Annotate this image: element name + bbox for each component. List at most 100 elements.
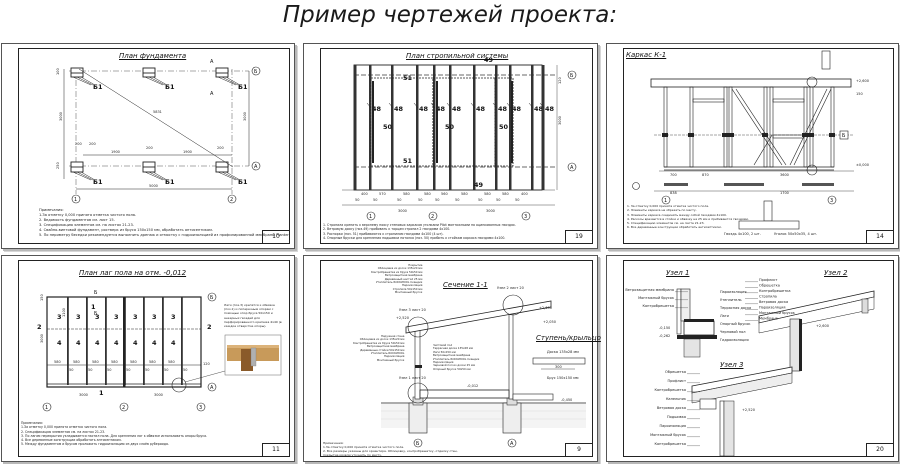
drawing-frame: Сечение 1-1 Ступень/крыльцо bbox=[320, 260, 601, 457]
dim-870: 870 bbox=[702, 173, 709, 177]
sheet-foundation-plan[interactable]: План фундамента bbox=[1, 43, 295, 249]
node-label: Гидроизоляция bbox=[720, 338, 749, 342]
note-item: 5. По периметру беседки рекомендуется вы… bbox=[39, 233, 290, 237]
note-item: 2. Ветровую доску (поз.49) прибивать к т… bbox=[323, 227, 451, 232]
note-item: 1.За отметку 0,000 принята отметка чисто… bbox=[21, 425, 108, 430]
floor-layers: Чистовой пол Террасная доска 135х28 мм Л… bbox=[433, 343, 480, 371]
mark-b1: Б1 bbox=[238, 178, 248, 186]
node-label: Профлист bbox=[759, 278, 777, 282]
drawing-title: Каркас К-1 bbox=[626, 51, 667, 59]
mark-b1: Б1 bbox=[238, 83, 248, 91]
note-item: 4. Раскосы врезаются в стойки и обвязку … bbox=[627, 216, 749, 221]
foundation-drawing: Б1 Б1 Б1 Б1 Б1 Б1 А А 5831 1900 1900 200… bbox=[56, 59, 261, 204]
dim-3000-vertical: 3000 bbox=[40, 334, 44, 343]
mark-3: 3 bbox=[76, 313, 81, 321]
node-label: Обрешетка bbox=[665, 370, 686, 374]
axis-label: 2 bbox=[122, 405, 125, 411]
dim-1900: 1900 bbox=[183, 150, 192, 154]
axis-label: Б bbox=[842, 133, 846, 139]
floor-joist bbox=[67, 297, 69, 385]
dim-150: 150 bbox=[40, 294, 44, 301]
sheet-section-1-1[interactable]: Сечение 1-1 Ступень/крыльцо bbox=[303, 255, 601, 462]
layer-item: Утеплитель ROCKWOOL bbox=[370, 351, 405, 356]
mark-4: 4 bbox=[57, 339, 62, 347]
level-mark: -0,262 bbox=[659, 334, 670, 338]
mark-51: 51 bbox=[403, 157, 413, 165]
layer-item: Ветрозащитная мембрана bbox=[433, 353, 471, 358]
drawing-frame: Каркас К-1 bbox=[623, 48, 894, 244]
notes-title: Примечания: bbox=[21, 421, 43, 425]
rafter-bar bbox=[433, 65, 436, 190]
floor-joist bbox=[181, 297, 183, 385]
rafter-bar bbox=[354, 65, 357, 190]
dim-200: 200 bbox=[89, 142, 96, 146]
notes-block: Примечания: 1.За отметку 0,000 принята о… bbox=[21, 421, 207, 447]
drawing-title: План стропильной системы bbox=[406, 52, 509, 60]
dim-1700: 1700 bbox=[780, 191, 789, 195]
section-mark: Б bbox=[94, 311, 98, 317]
mark-48: 48 bbox=[394, 105, 404, 113]
notes-block: 1. За отметку 0,000 принята отметка чист… bbox=[627, 204, 749, 230]
dim-120: 120 bbox=[203, 362, 210, 366]
notes-block: Примечания: 1.За отметку 0,000 принята о… bbox=[323, 441, 458, 457]
mark-b1: Б1 bbox=[165, 178, 175, 186]
sheet-nodes[interactable]: Узел 1 Узел 2 Узел 3 -0,150 -0,262 Ветро… bbox=[606, 255, 899, 462]
node-label: Ветровая доска bbox=[759, 300, 788, 304]
mark-48: 48 bbox=[534, 105, 544, 113]
axis-label: Б bbox=[210, 295, 214, 301]
layer-item: Деревянные стойки 50х150 мм bbox=[360, 347, 405, 352]
drawing-title: План лаг пола на отм. -0,012 bbox=[79, 269, 187, 277]
layer-item: Утеплитель ROCKWOOL Скандик bbox=[376, 280, 423, 285]
dim-50: 50 bbox=[145, 368, 149, 372]
axis-label: А bbox=[570, 165, 574, 171]
page-number: 9 bbox=[565, 443, 593, 457]
page-number: 20 bbox=[866, 443, 894, 457]
layer-item: Ветрозащитная мембрана bbox=[385, 273, 423, 278]
mark-2: 2 bbox=[37, 323, 42, 331]
node-label: Профлист bbox=[668, 379, 686, 383]
layer-item: Облицовка из досок 135х20 мм bbox=[359, 337, 405, 342]
mark-48: 48 bbox=[452, 105, 462, 113]
axis-label: Б bbox=[570, 73, 574, 79]
rafter-bar bbox=[509, 65, 512, 190]
mark-49: 49 bbox=[474, 181, 484, 189]
drawing-title: Сечение 1-1 bbox=[443, 281, 488, 289]
dim-200: 200 bbox=[146, 146, 153, 150]
step-note: Доска 135х28 мм bbox=[547, 350, 579, 354]
axis-label: Б bbox=[254, 69, 258, 75]
node-callout: Узел 3 лист 20 bbox=[399, 308, 426, 312]
mark-1: 1 bbox=[99, 389, 104, 397]
layer-title: Наружная стена bbox=[380, 334, 405, 338]
mark-48: 48 bbox=[545, 105, 555, 113]
mark-b1: Б1 bbox=[165, 83, 175, 91]
mark-3: 3 bbox=[114, 313, 119, 321]
floor-joist bbox=[143, 297, 145, 385]
node-label: Черновой пол bbox=[720, 330, 745, 334]
dim-50: 50 bbox=[107, 368, 111, 372]
node-label: Мембрана bbox=[759, 317, 778, 321]
drawing-title: План фундамента bbox=[119, 52, 187, 60]
node-label: Пароизоляция bbox=[659, 424, 686, 428]
sheet-frame-k1[interactable]: Каркас К-1 bbox=[606, 43, 899, 249]
node-label: Ветровая доска bbox=[657, 406, 686, 410]
layer-item: Облицовка из досок 135х20 мм bbox=[377, 266, 423, 271]
dim-3000: 3000 bbox=[59, 112, 63, 121]
dim-1100: 1100 bbox=[62, 308, 66, 317]
joist-hanger-photo bbox=[224, 334, 282, 376]
dim-50: 50 bbox=[126, 368, 130, 372]
section-mark: А bbox=[210, 91, 214, 97]
dim-50: 50 bbox=[418, 198, 422, 202]
axis-label: Б bbox=[416, 441, 420, 447]
layer-item: Утеплитель ROCKWOOL Скандик bbox=[433, 356, 480, 361]
axis-label: А bbox=[210, 385, 214, 391]
dim-580: 580 bbox=[73, 360, 80, 364]
note-item: 3. Распорки (поз. 51) прибиваются к стро… bbox=[323, 231, 444, 236]
note-item: 4. Свайно-винтовой фундамент, ростверк и… bbox=[39, 228, 213, 232]
dim-50: 50 bbox=[164, 368, 168, 372]
mark-b1: Б1 bbox=[93, 178, 103, 186]
note-item: 3. Элементы каркаса соединять между собо… bbox=[627, 212, 727, 217]
section-drawing: 300 Доска 135х28 мм Брус 150х150 мм Узел… bbox=[381, 286, 586, 448]
